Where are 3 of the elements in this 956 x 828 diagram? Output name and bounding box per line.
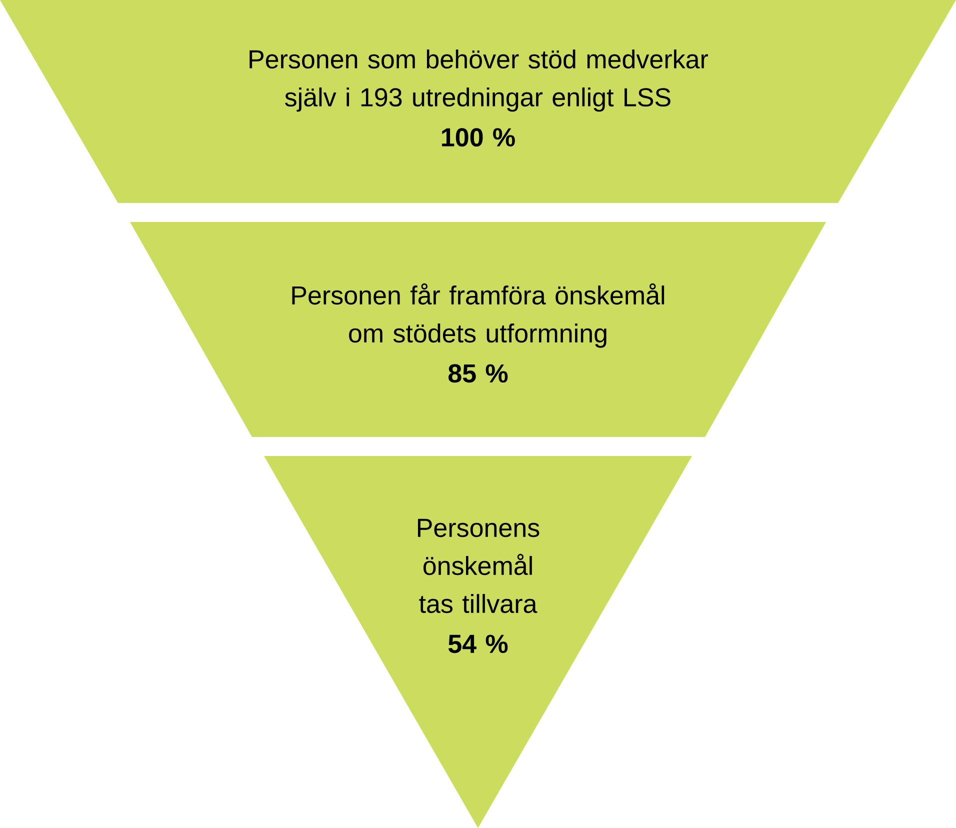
funnel-segment: Personens önskemål tas tillvara 54 % (264, 456, 692, 828)
funnel-segment: Personen som behöver stöd medverkar själv i 193 utredningar enligt LSS 100 % (0, 0, 956, 203)
funnel-segment: Personen får framföra önskemål om stödets utformning 85 % (130, 222, 826, 437)
